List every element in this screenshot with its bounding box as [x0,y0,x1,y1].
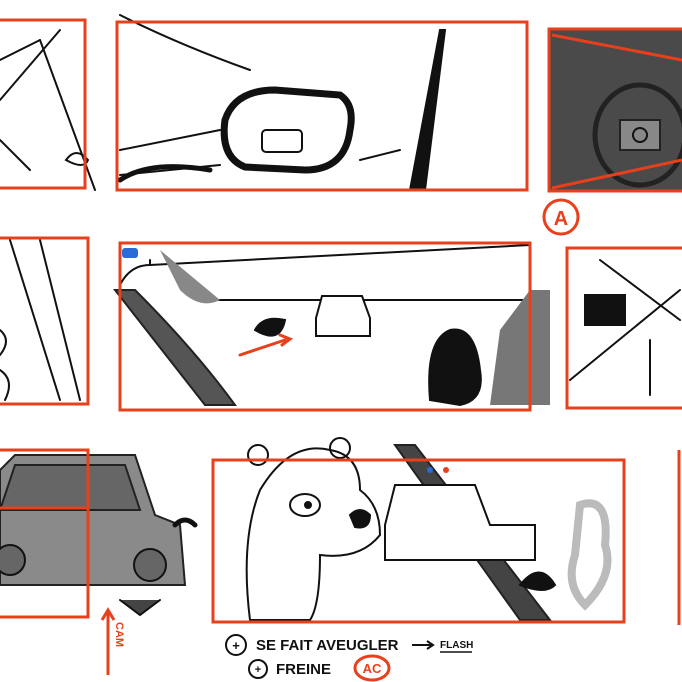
arrow-icon [412,640,435,650]
director-notes: + SE FAIT AVEUGLER FLASH + FREINE AC [225,634,473,679]
panel-frame-4 [0,236,90,406]
panel-frame-2 [115,20,529,192]
camera-label: CAM [113,622,125,647]
panel-frame-8 [211,458,626,624]
panel-marker-circle [542,198,580,236]
note-line-1: SE FAIT AVEUGLER [256,637,399,654]
note-badge-circle [353,654,391,682]
panel-4-sketch [0,239,81,401]
panel-3-sketch [550,30,682,190]
panel-frame-7 [0,448,90,619]
bullet-1: + [232,638,240,653]
panel-1-sketch [0,29,96,191]
panel-frame-3 [547,27,682,193]
panel-6-sketch [569,259,681,396]
panel-marker: A [554,208,568,230]
panel-frame-5 [118,241,532,412]
note-badge: AC [363,661,382,676]
panel-2-sketch [117,14,447,191]
note-line-2: FREINE [276,661,331,678]
panel-5-sketch [112,244,550,407]
panel-frames [0,18,682,682]
panel-frame-1 [0,18,87,190]
panel-7-sketch [0,454,198,617]
note-flash: FLASH [440,640,473,651]
panel-frame-6 [565,246,682,410]
bullet-2: + [255,664,261,676]
panel-8-sketch [245,437,612,621]
